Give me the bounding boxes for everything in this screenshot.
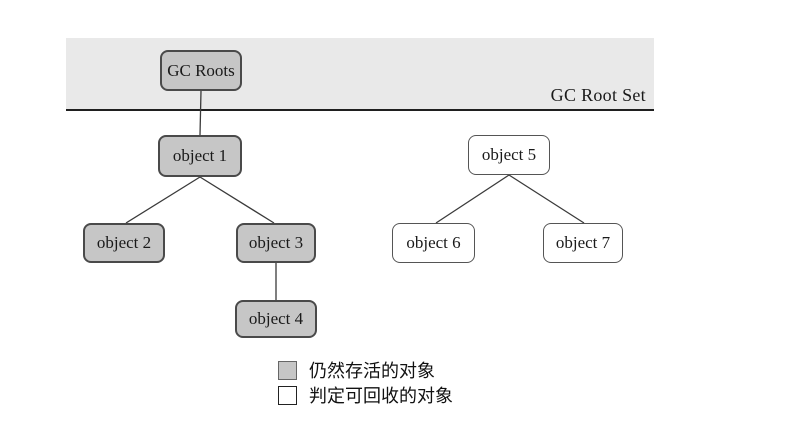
legend-label-alive: 仍然存活的对象 [309,361,435,381]
legend-item-recyclable: 判定可回收的对象 [278,384,453,406]
legend-swatch-recyclable [278,385,297,405]
legend-swatch-alive [278,360,297,380]
node-object-2-label: object 2 [96,233,152,252]
node-gc-roots-label: GC Roots [167,60,235,80]
edge-gc_roots-object1 [199,90,202,136]
node-object-4-label: object 4 [248,309,304,328]
legend-item-alive: 仍然存活的对象 [278,359,435,381]
edge-object5-object7 [508,174,585,224]
node-object-4: object 4 [235,300,317,338]
edge-object1-object2 [125,176,201,224]
edge-object1-object3 [199,176,275,224]
node-gc-roots: GC Roots [160,50,242,91]
node-object-6-label: object 6 [406,233,461,252]
node-object-1-label: object 1 [172,146,228,165]
node-object-7-label: object 7 [555,233,611,252]
gc-root-set-label: GC Root Set [550,85,646,105]
node-object-5: object 5 [468,135,550,175]
node-object-6: object 6 [392,223,475,263]
node-object-1: object 1 [158,135,242,177]
node-object-5-label: object 5 [481,145,537,164]
node-object-3: object 3 [236,223,316,263]
node-object-3-label: object 3 [248,233,304,252]
legend-label-recyclable: 判定可回收的对象 [309,386,453,406]
edge-object5-object6 [435,174,510,224]
node-object-2: object 2 [83,223,165,263]
node-object-7: object 7 [543,223,623,263]
